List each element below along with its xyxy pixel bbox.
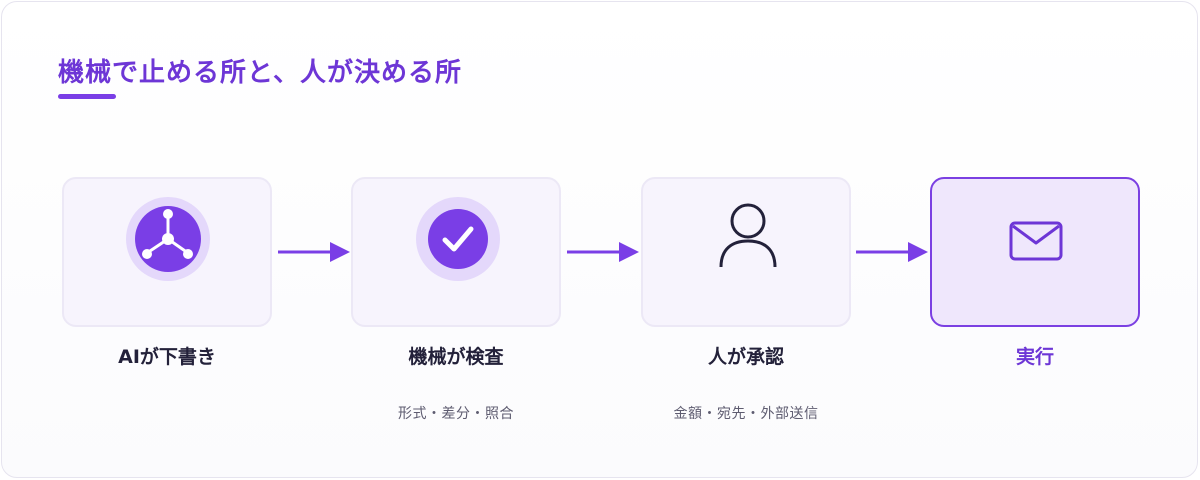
title-underline	[58, 94, 116, 99]
arrow-right-icon	[567, 242, 639, 262]
step-label-human-approve: 人が承認	[707, 346, 784, 368]
step-box-ai-draft	[62, 177, 272, 327]
ai-network-icon	[126, 197, 210, 281]
step-box-machine-check	[351, 177, 561, 327]
diagram-title: 機械で止める所と、人が決める所	[58, 58, 462, 88]
step-label-execute: 実行	[1015, 346, 1054, 368]
mail-icon	[1009, 221, 1063, 261]
arrow-right-icon	[856, 242, 928, 262]
step-sub-machine-check: 形式・差分・照合	[398, 406, 514, 422]
person-icon	[719, 203, 777, 268]
check-circle-icon	[416, 197, 500, 281]
arrow-right-icon	[278, 242, 350, 262]
step-sub-human-approve: 金額・宛先・外部送信	[673, 406, 819, 422]
step-label-machine-check: 機械が検査	[408, 346, 504, 368]
step-box-human-approve	[641, 177, 851, 327]
step-box-execute	[930, 177, 1140, 327]
step-label-ai-draft: AIが下書き	[118, 346, 216, 368]
